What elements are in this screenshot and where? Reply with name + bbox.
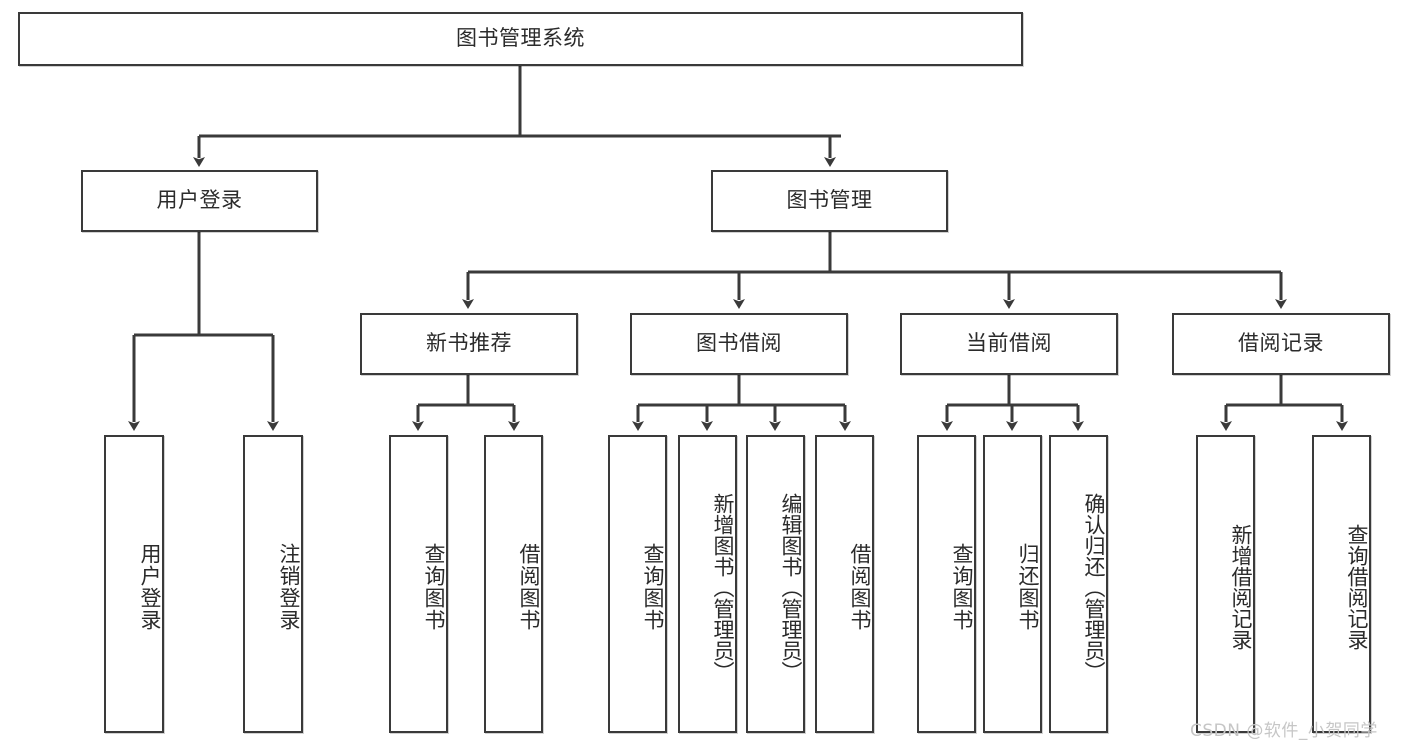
edge-root-to-level2 <box>193 66 841 167</box>
node-leaf-query-record[interactable]: 查询借阅记录 <box>1312 435 1371 733</box>
edge-newbookrec-to-leaves <box>412 375 520 431</box>
node-leaf-return-book[interactable]: 归还图书 <box>983 435 1042 733</box>
edge-userlogin-to-leaves <box>128 232 279 431</box>
node-book-borrow[interactable]: 图书借阅 <box>630 313 848 375</box>
node-leaf-query-book-rec[interactable]: 查询图书 <box>389 435 448 733</box>
node-user-login[interactable]: 用户登录 <box>81 170 318 232</box>
edge-borrowrecord-to-leaves <box>1220 375 1348 431</box>
edge-bookmanage-to-level3 <box>462 232 1287 309</box>
node-leaf-add-book[interactable]: 新增图书（管理员） <box>678 435 737 733</box>
node-leaf-query-book-current[interactable]: 查询图书 <box>917 435 976 733</box>
node-new-book-rec[interactable]: 新书推荐 <box>360 313 578 375</box>
node-leaf-borrow-book-rec[interactable]: 借阅图书 <box>484 435 543 733</box>
node-current-borrow[interactable]: 当前借阅 <box>900 313 1118 375</box>
node-leaf-edit-book[interactable]: 编辑图书（管理员） <box>746 435 805 733</box>
node-leaf-logout[interactable]: 注销登录 <box>243 435 303 733</box>
node-leaf-user-login[interactable]: 用户登录 <box>104 435 164 733</box>
node-leaf-borrow-book[interactable]: 借阅图书 <box>815 435 874 733</box>
node-leaf-add-record[interactable]: 新增借阅记录 <box>1196 435 1255 733</box>
node-book-manage[interactable]: 图书管理 <box>711 170 948 232</box>
edge-currentborrow-to-leaves <box>941 375 1084 431</box>
edge-bookborrow-to-leaves <box>632 375 851 431</box>
csdn-watermark: CSDN @软件_小贺同学 <box>1190 721 1378 741</box>
node-root[interactable]: 图书管理系统 <box>18 12 1023 66</box>
node-leaf-query-book-borrow[interactable]: 查询图书 <box>608 435 667 733</box>
node-leaf-confirm-return[interactable]: 确认归还（管理员） <box>1049 435 1108 733</box>
node-borrow-record[interactable]: 借阅记录 <box>1172 313 1390 375</box>
